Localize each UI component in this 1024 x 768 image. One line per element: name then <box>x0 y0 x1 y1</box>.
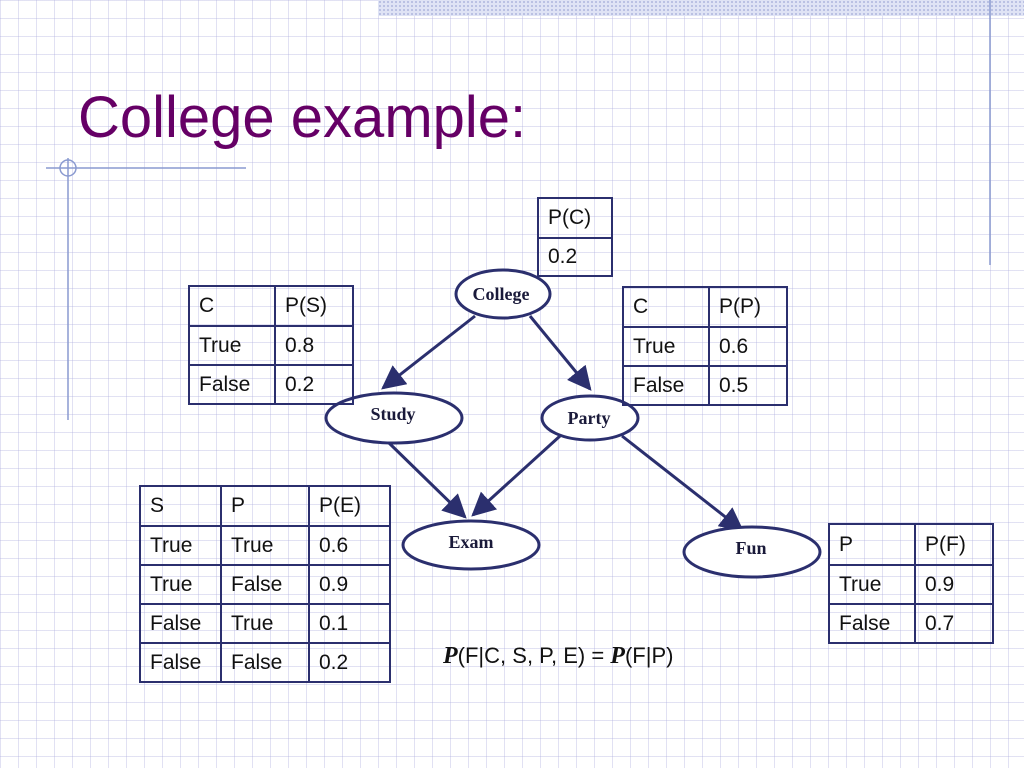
table-cell: 0.2 <box>274 364 354 405</box>
table-header-cell: C <box>622 286 710 328</box>
table-cell: 0.9 <box>308 564 391 605</box>
table-header-cell: C <box>188 285 276 327</box>
table-cell: 0.8 <box>274 325 354 366</box>
table-cell: 0.9 <box>914 564 994 605</box>
node-fun: Fun <box>682 525 822 579</box>
table-row: False False 0.2 <box>139 642 391 683</box>
table-header-cell: P <box>220 485 310 527</box>
cpt-fun: P P(F) True 0.9 False 0.7 <box>828 523 994 644</box>
table-cell: True <box>139 525 222 566</box>
table-header-cell: S <box>139 485 222 527</box>
cpt-college: P(C) 0.2 <box>537 197 613 277</box>
table-row: False 0.7 <box>828 603 994 644</box>
table-row: C P(S) <box>188 285 354 327</box>
edge-party-exam <box>471 434 562 517</box>
cpt-party: C P(P) True 0.6 False 0.5 <box>622 286 788 406</box>
table-cell: False <box>139 603 222 644</box>
table-cell: 0.1 <box>308 603 391 644</box>
cpt-exam: S P P(E) True True 0.6 True False 0.9 Fa… <box>139 485 391 683</box>
node-fun-label: Fun <box>735 538 766 558</box>
table-cell: 0.7 <box>914 603 994 644</box>
node-exam-label: Exam <box>449 532 494 552</box>
table-cell: 0.5 <box>708 365 788 406</box>
table-row: True 0.9 <box>828 564 994 605</box>
table-cell: False <box>188 364 276 405</box>
table-cell: False <box>220 642 310 683</box>
edge-study-exam <box>386 440 467 519</box>
table-header-cell: P(F) <box>914 523 994 566</box>
cpt-study: C P(S) True 0.8 False 0.2 <box>188 285 354 405</box>
table-row: True 0.8 <box>188 325 354 366</box>
table-header-cell: P(C) <box>537 197 613 239</box>
node-party: Party <box>540 394 640 442</box>
node-exam: Exam <box>401 519 541 571</box>
table-cell: True <box>139 564 222 605</box>
table-row: P(C) <box>537 197 613 239</box>
formula-lhs-rest: (F|C, S, P, E) = <box>457 643 611 668</box>
table-cell: 0.2 <box>308 642 391 683</box>
table-row: False True 0.1 <box>139 603 391 644</box>
table-header-cell: P(P) <box>708 286 788 328</box>
table-row: P P(F) <box>828 523 994 566</box>
formula-rhs-rest: (F|P) <box>624 643 674 668</box>
table-header-cell: P(E) <box>308 485 391 527</box>
table-cell: True <box>220 603 310 644</box>
edge-college-party <box>528 315 592 391</box>
table-row: S P P(E) <box>139 485 391 527</box>
slide-title: College example: <box>78 85 527 150</box>
table-header-cell: P(S) <box>274 285 354 327</box>
conditional-independence-formula: P(F|C, S, P, E) = P(F|P) <box>443 643 673 670</box>
table-header-cell: P <box>828 523 916 566</box>
table-row: False 0.2 <box>188 364 354 405</box>
table-cell: True <box>622 326 710 367</box>
node-study-label: Study <box>370 404 415 424</box>
edge-party-fun <box>621 434 744 532</box>
table-row: True False 0.9 <box>139 564 391 605</box>
table-cell: False <box>220 564 310 605</box>
table-cell: 0.6 <box>308 525 391 566</box>
table-cell: True <box>188 325 276 366</box>
formula-rhs-p: P <box>610 643 625 669</box>
table-cell: True <box>220 525 310 566</box>
table-cell: 0.6 <box>708 326 788 367</box>
node-party-label: Party <box>568 408 611 428</box>
table-cell: 0.2 <box>537 237 613 277</box>
table-row: True 0.6 <box>622 326 788 367</box>
formula-lhs-p: P <box>443 643 458 669</box>
table-row: False 0.5 <box>622 365 788 406</box>
node-study: Study <box>324 391 464 445</box>
table-row: 0.2 <box>537 237 613 277</box>
table-row: C P(P) <box>622 286 788 328</box>
table-cell: False <box>139 642 222 683</box>
table-row: True True 0.6 <box>139 525 391 566</box>
table-cell: False <box>828 603 916 644</box>
node-college: College <box>454 268 552 320</box>
table-cell: False <box>622 365 710 406</box>
edge-college-study <box>381 314 476 390</box>
crosshair-circle-icon <box>59 159 77 177</box>
table-cell: True <box>828 564 916 605</box>
header-decoration-band <box>378 0 1024 16</box>
node-college-label: College <box>473 284 530 304</box>
